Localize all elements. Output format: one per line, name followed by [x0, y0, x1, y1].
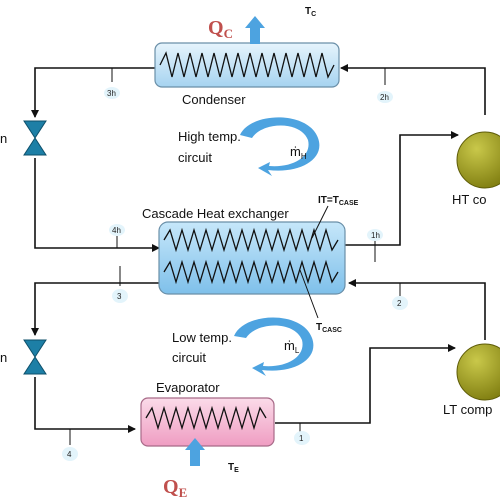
qe-label: QE [163, 476, 187, 500]
qe-heat-arrow [185, 438, 205, 466]
high-mass-flow-label: ṁH [290, 144, 307, 161]
pipe-lt-compressor-to-cascade [348, 279, 486, 340]
svg-text:2h: 2h [380, 93, 389, 102]
cascade-label: Cascade Heat exchanger [142, 206, 289, 221]
state-3: 3 [112, 266, 128, 303]
pipe-cascade-to-valve [31, 282, 159, 336]
svg-text:3: 3 [117, 292, 122, 301]
low-mass-flow-label: ṁL [284, 338, 300, 355]
high-circuit-label-line2: circuit [178, 150, 212, 165]
evaporator-label: Evaporator [156, 380, 220, 395]
svg-text:3h: 3h [107, 89, 116, 98]
expansion-valve-high [23, 120, 47, 156]
evaporator-coil [145, 405, 267, 431]
state-4: 4 [62, 429, 78, 461]
it-leader-line [311, 205, 329, 239]
condenser [154, 42, 340, 88]
cascade-coil-high [163, 227, 339, 253]
qc-label: QC [208, 17, 233, 41]
state-1h: 1h [367, 229, 383, 262]
svg-text:1h: 1h [371, 231, 380, 240]
cascade-heat-exchanger [158, 221, 346, 295]
pipe-condenser-to-valve [31, 67, 155, 118]
condenser-label: Condenser [182, 92, 246, 107]
high-circuit-label-line1: High temp. [178, 129, 241, 144]
pipe-evaporator-to-lt-compressor [275, 344, 456, 424]
condenser-coil [159, 51, 335, 79]
low-circuit-label-line2: circuit [172, 350, 206, 365]
pipe-valve-to-evaporator [34, 377, 136, 433]
qc-heat-arrow [245, 16, 265, 44]
high-temp-piping [31, 64, 486, 252]
high-circuit-flow-arrow [240, 117, 320, 176]
pipe-cascade-to-ht-compressor [345, 131, 459, 246]
svg-text:4: 4 [67, 450, 72, 459]
state-3h: 3h [104, 68, 120, 99]
state-4h: 4h [109, 224, 125, 248]
svg-text:1: 1 [299, 434, 304, 443]
low-temp-piping [31, 279, 486, 433]
svg-text:4h: 4h [112, 226, 121, 235]
lt-compressor-label: LT comp [443, 402, 492, 417]
evaporator [140, 397, 275, 447]
tcasc-leader-line [299, 269, 319, 319]
pipe-valve-to-cascade [34, 158, 160, 252]
pipe-ht-compressor-to-condenser [340, 64, 486, 115]
valve-bottom-label: n [0, 350, 7, 365]
lt-compressor [456, 343, 500, 401]
svg-text:2: 2 [397, 299, 402, 308]
state-markers: 3h 2h 4h 1h 3 2 4 [62, 68, 408, 461]
cascade-coil-low [163, 259, 339, 285]
state-2: 2 [392, 283, 408, 310]
te-label: TE [228, 462, 239, 474]
valve-top-label: n [0, 131, 7, 146]
tcasc-label: TCASC [316, 322, 342, 334]
low-circuit-flow-arrow [234, 317, 314, 376]
low-circuit-label-line1: Low temp. [172, 330, 232, 345]
ht-compressor-label: HT co [452, 192, 486, 207]
state-2h: 2h [377, 68, 393, 103]
tc-label: TC [305, 6, 316, 18]
ht-compressor [456, 131, 500, 189]
state-1: 1 [294, 423, 310, 445]
expansion-valve-low [23, 339, 47, 375]
it-label: IT=TCASE [318, 195, 359, 207]
